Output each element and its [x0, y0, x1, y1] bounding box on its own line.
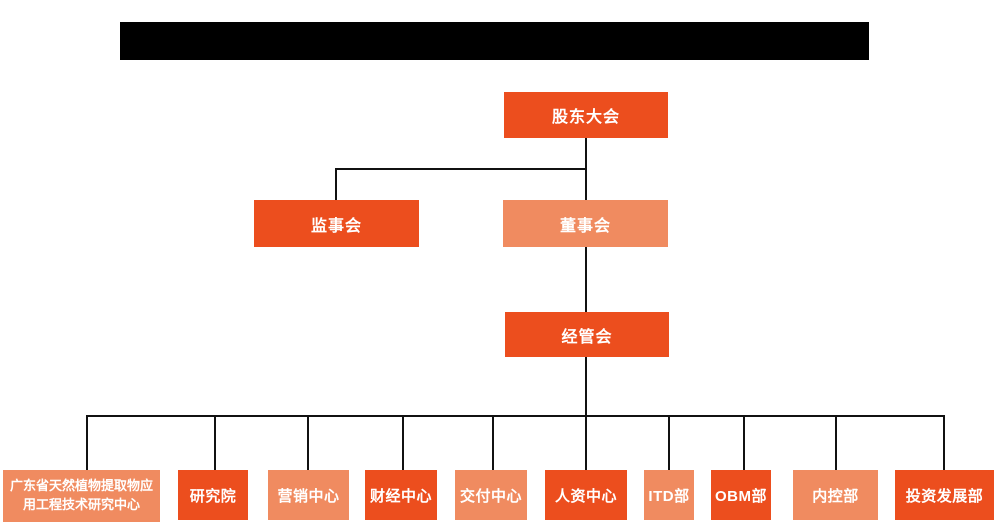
node-dept-research-center: 广东省天然植物提取物应用工程技术研究中心	[3, 470, 160, 522]
node-label: 人资中心	[554, 487, 617, 505]
node-dept-finance-center: 财经中心	[365, 470, 437, 520]
node-label: 交付中心	[459, 487, 522, 505]
node-dept-obm: OBM部	[711, 470, 771, 520]
connector-drop-dept-3	[402, 415, 404, 470]
connector-drop-dept-2	[307, 415, 309, 470]
node-label: 股东大会	[551, 109, 620, 126]
node-board-of-directors: 董事会	[503, 200, 668, 247]
connector-departments-horizontal	[86, 415, 945, 417]
connector-drop-dept-4	[492, 415, 494, 470]
node-dept-investment-development: 投资发展部	[895, 470, 994, 520]
connector-level2-horizontal	[335, 168, 586, 170]
node-label: 营销中心	[277, 487, 340, 505]
node-dept-marketing-center: 营销中心	[268, 470, 349, 520]
connector-board-to-management	[585, 247, 587, 312]
connector-drop-dept-7	[743, 415, 745, 470]
connector-root-to-board	[585, 138, 587, 200]
connector-drop-dept-1	[214, 415, 216, 470]
node-label: 董事会	[559, 217, 611, 235]
node-shareholders-meeting: 股东大会	[504, 92, 668, 138]
node-dept-itd: ITD部	[644, 470, 694, 520]
node-label: 经管会	[561, 328, 613, 346]
connector-management-stem	[585, 357, 587, 416]
connector-drop-dept-0	[86, 415, 88, 470]
node-supervisory-board: 监事会	[254, 200, 419, 247]
connector-drop-dept-9	[943, 415, 945, 470]
node-label: OBM部	[715, 487, 767, 505]
node-label: 投资发展部	[905, 487, 984, 505]
node-management-committee: 经管会	[505, 312, 669, 357]
redacted-title-bar	[120, 22, 869, 60]
node-dept-hr-center: 人资中心	[545, 470, 627, 520]
node-dept-internal-control: 内控部	[793, 470, 878, 520]
node-label: 监事会	[310, 217, 362, 235]
connector-drop-supervisory	[335, 168, 337, 200]
node-dept-delivery-center: 交付中心	[455, 470, 527, 520]
node-label: ITD部	[648, 487, 690, 505]
node-label: 研究院	[189, 487, 237, 505]
node-label: 广东省天然植物提取物应用工程技术研究中心	[9, 478, 153, 512]
node-label: 财经中心	[369, 487, 432, 505]
connector-drop-dept-8	[835, 415, 837, 470]
connector-drop-dept-6	[668, 415, 670, 470]
node-label: 内控部	[812, 487, 859, 505]
node-dept-research-institute: 研究院	[178, 470, 248, 520]
connector-drop-dept-5	[585, 415, 587, 470]
